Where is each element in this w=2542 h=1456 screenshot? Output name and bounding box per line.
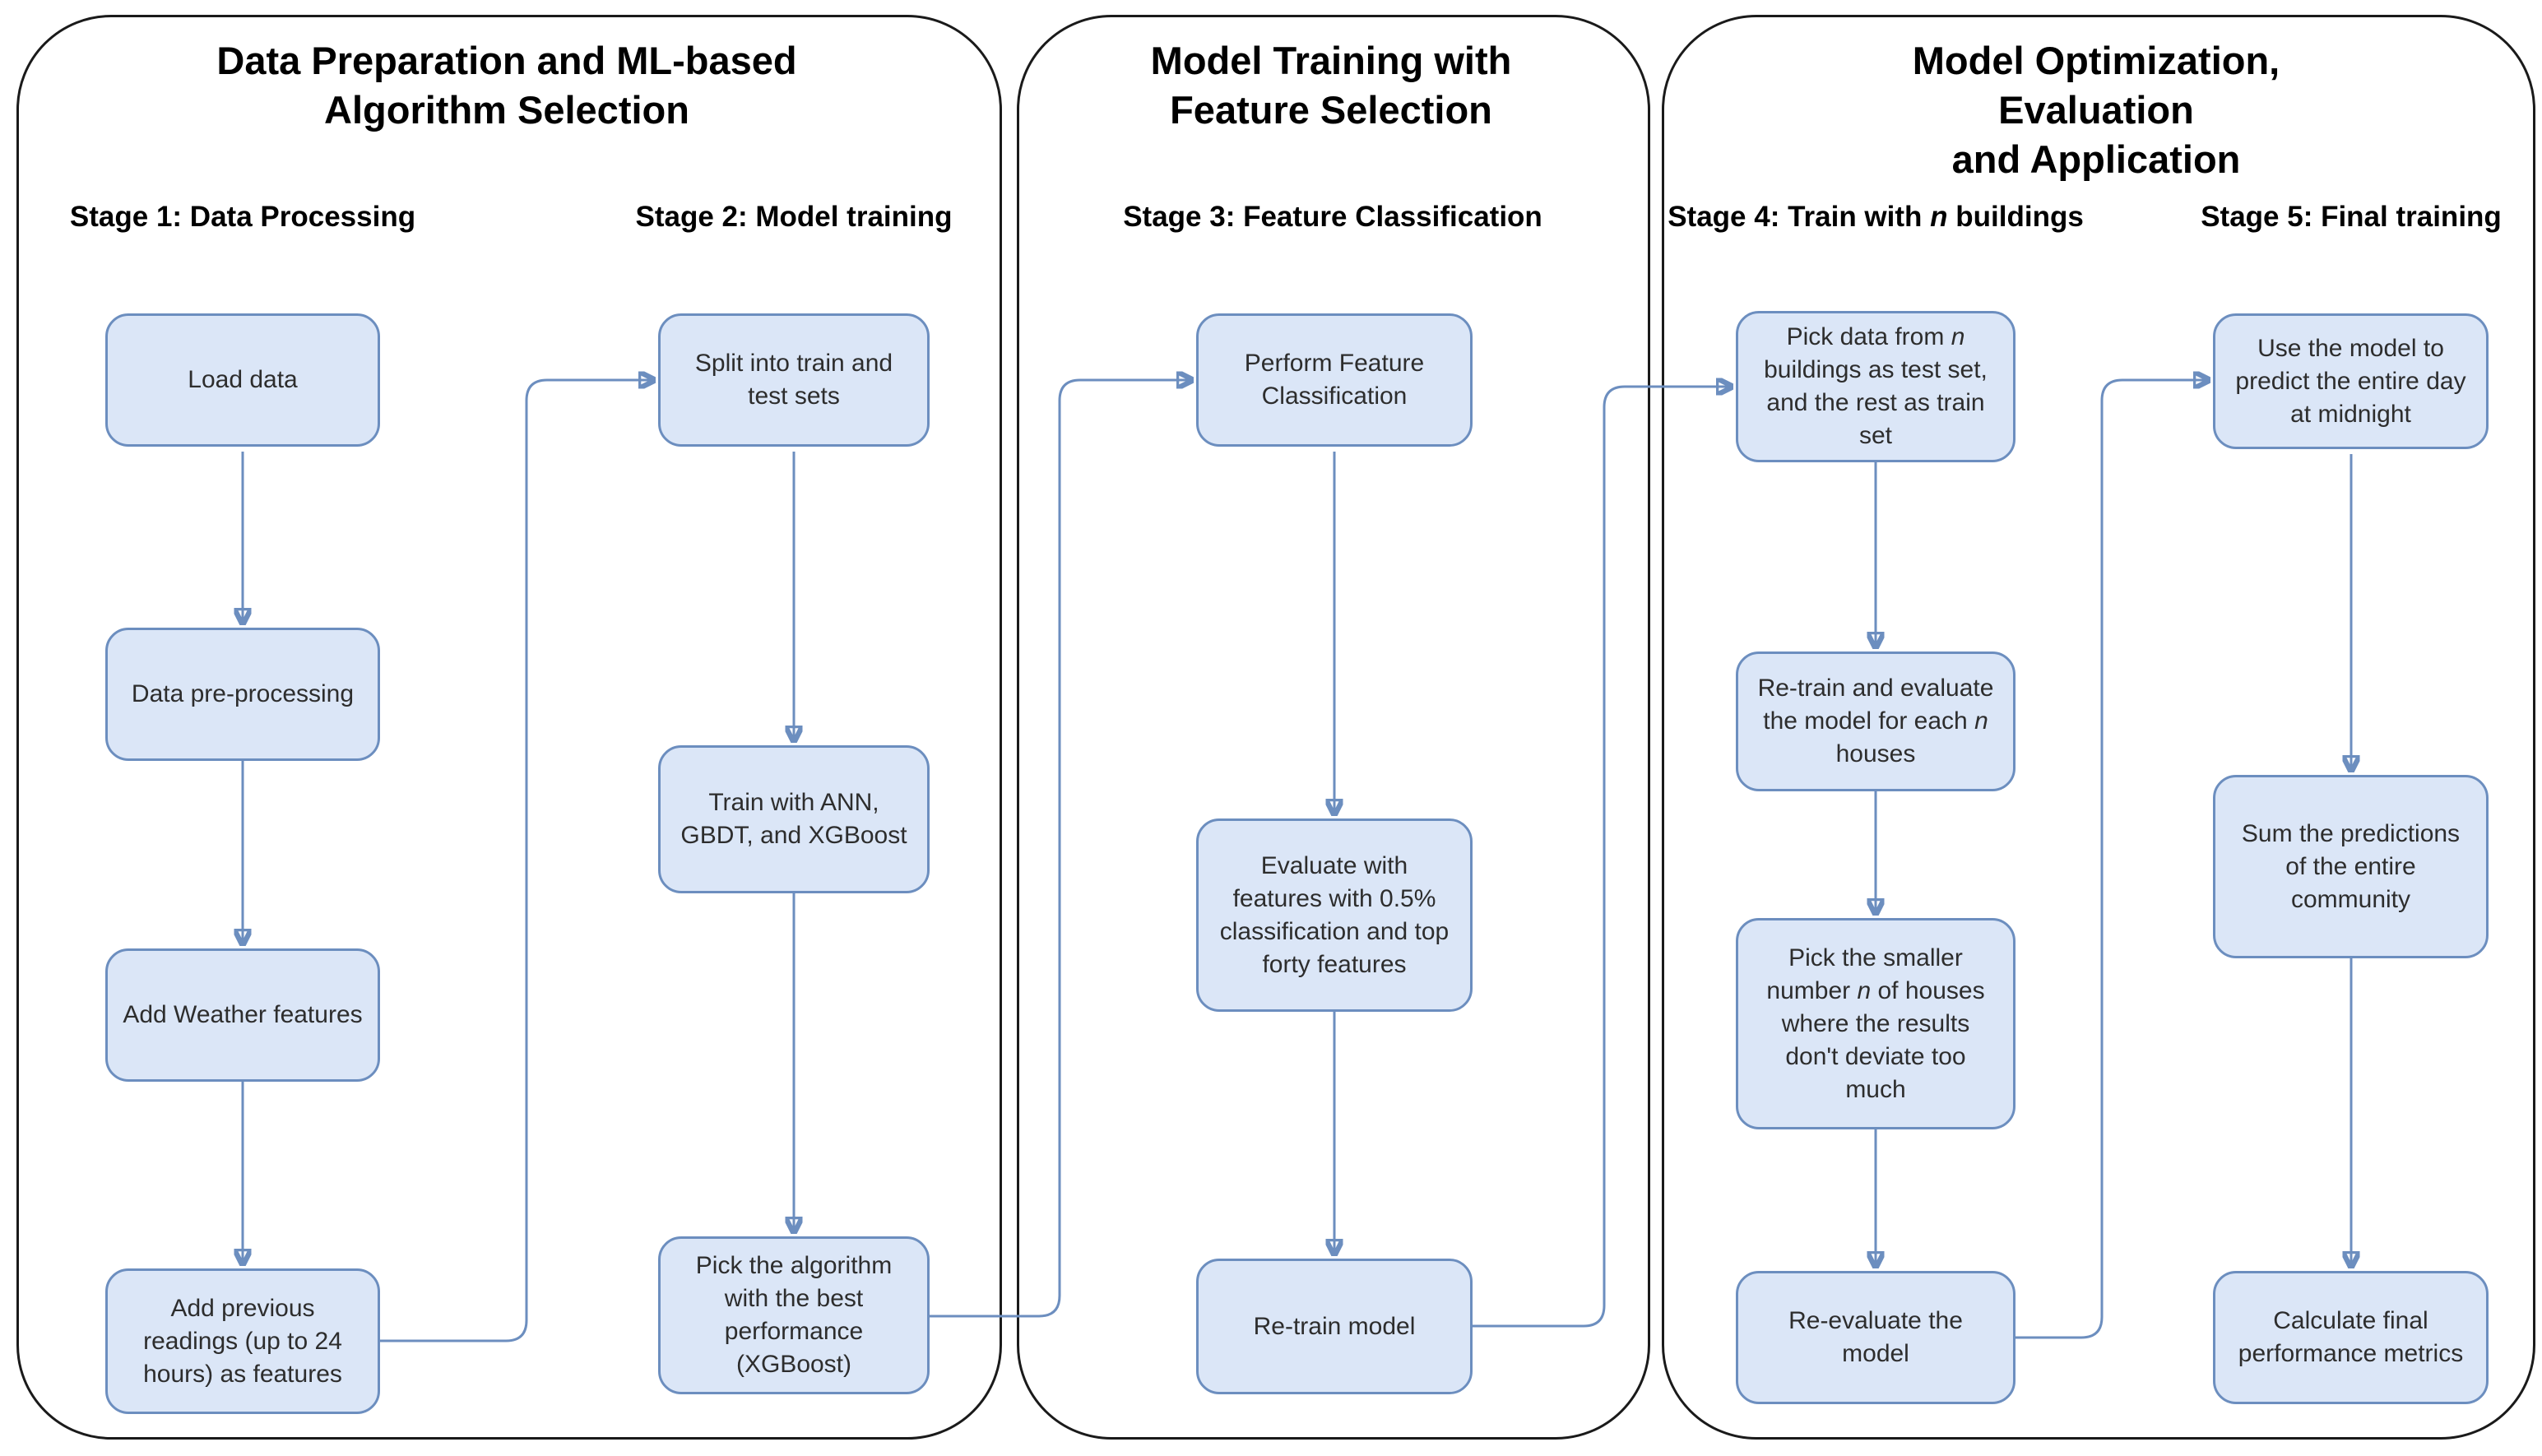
node-add-weather-features: Add Weather features: [105, 948, 380, 1082]
node-pick-data-n-buildings: Pick data from n buildings as test set, …: [1736, 311, 2016, 462]
node-retrain-evaluate-n-houses: Re-train and evaluate the model for each…: [1736, 651, 2016, 791]
node-data-preprocessing: Data pre-processing: [105, 628, 380, 761]
node-sum-predictions: Sum the predictions of the entire commun…: [2213, 775, 2489, 958]
node-use-model-predict: Use the model to predict the entire day …: [2213, 313, 2489, 449]
node-split-train-test: Split into train and test sets: [658, 313, 930, 447]
node-pick-best-algorithm: Pick the algorithm with the best perform…: [658, 1236, 930, 1394]
node-reevaluate-model: Re-evaluate the model: [1736, 1271, 2016, 1404]
node-pick-smaller-number: Pick the smaller number n of houses wher…: [1736, 918, 2016, 1129]
stage-4-label: Stage 4: Train with n buildings: [1668, 201, 2084, 233]
panel-title-model-training: Model Training with Feature Selection: [1150, 39, 1512, 132]
panel-title-model-optimization: Model Optimization, Evaluation and Appli…: [1912, 39, 2280, 181]
stage-3-label: Stage 3: Feature Classification: [1123, 201, 1542, 233]
node-evaluate-features: Evaluate with features with 0.5% classif…: [1196, 818, 1473, 1012]
stage-1-label: Stage 1: Data Processing: [69, 201, 416, 233]
stage-2-label: Stage 2: Model training: [635, 201, 953, 233]
node-add-previous-readings: Add previous readings (up to 24 hours) a…: [105, 1268, 380, 1414]
node-train-ann-gbdt-xgboost: Train with ANN, GBDT, and XGBoost: [658, 745, 930, 893]
node-retrain-model: Re-train model: [1196, 1259, 1473, 1394]
node-calculate-final-metrics: Calculate final performance metrics: [2213, 1271, 2489, 1404]
stage-5-label: Stage 5: Final training: [2201, 201, 2502, 233]
panel-title-data-preparation: Data Preparation and ML-based Algorithm …: [216, 39, 797, 132]
node-perform-feature-classification: Perform Feature Classification: [1196, 313, 1473, 447]
node-load-data: Load data: [105, 313, 380, 447]
